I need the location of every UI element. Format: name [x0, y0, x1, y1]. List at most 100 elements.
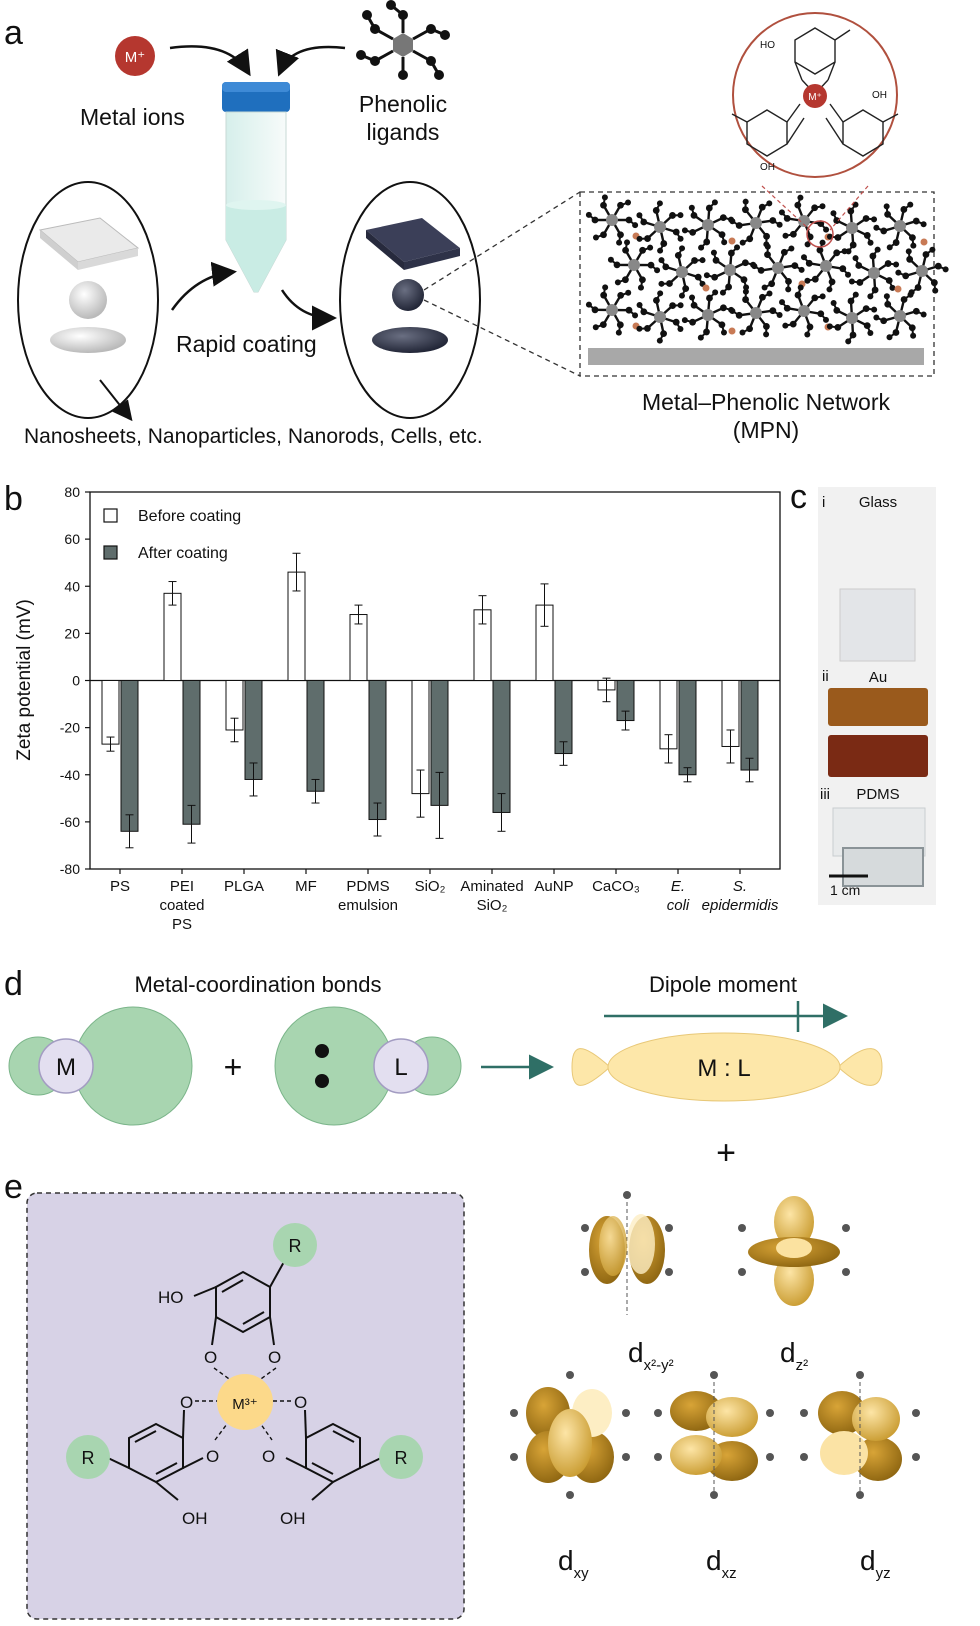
metal-node	[702, 284, 710, 292]
ml-label: M : L	[697, 1055, 750, 1082]
x-tick-label: SiO₂	[415, 878, 446, 895]
panel-e: e R HO O O M³⁺	[4, 1168, 920, 1620]
orbital-dyz	[800, 1371, 920, 1499]
left-ring	[107, 1409, 204, 1501]
coated-nanosheet-icon	[366, 218, 460, 270]
ligand-node	[658, 245, 706, 299]
ligand-node	[585, 194, 639, 246]
orbital-dz2	[738, 1196, 850, 1306]
metal-coordination-title: Metal-coordination bonds	[134, 972, 381, 997]
lone-pair-dot-2	[315, 1074, 329, 1088]
metal-center-label: M³⁺	[232, 1396, 257, 1413]
ml-bond	[607, 1032, 841, 1102]
label-dz2: dz²	[780, 1337, 808, 1374]
legend-before-swatch	[103, 508, 118, 523]
x-tick-label: PDMS	[346, 878, 389, 895]
inset-source-circle	[806, 220, 834, 248]
mpn-label-line1: Metal–Phenolic Network	[642, 389, 891, 415]
zoom-line-top	[423, 191, 581, 291]
arrow-ligand-to-tube	[275, 45, 346, 77]
plus-sign-1: +	[224, 1049, 243, 1085]
label-dyz: dyz	[860, 1545, 891, 1582]
r-top-label: R	[289, 1236, 302, 1256]
x-tick-label: SiO₂	[477, 897, 508, 914]
ligand-node	[585, 284, 639, 336]
ligand-node	[703, 244, 757, 296]
right-ring	[285, 1409, 382, 1501]
panel-b-letter: b	[4, 480, 23, 518]
label-dxz: dxz	[706, 1545, 737, 1582]
l-label: L	[394, 1054, 407, 1081]
au-sample-1	[828, 688, 928, 726]
inset-oh-bottom: OH	[760, 162, 775, 173]
ligand-label-line2: ligands	[367, 119, 440, 145]
ligand-label-line1: Phenolic	[359, 91, 447, 117]
o-left-bottom: O	[206, 1447, 219, 1466]
photo-pdms-label: PDMS	[856, 786, 899, 803]
orbital-dxy	[510, 1371, 630, 1499]
y-tick-label: -80	[60, 861, 80, 877]
x-tick-label: coli	[667, 897, 690, 914]
x-tick-label: PEI	[170, 878, 194, 895]
ligand-node	[848, 246, 900, 300]
mpn-network	[585, 194, 949, 345]
bar-before	[163, 592, 182, 681]
bar-after	[182, 680, 201, 825]
pdms-sample-2	[842, 847, 924, 887]
ml-right-lobe	[837, 1048, 883, 1086]
nanoparticle-icon	[69, 281, 107, 319]
bar-after	[368, 680, 387, 821]
x-tick-label: AuNP	[534, 878, 573, 895]
metal-node	[920, 238, 928, 246]
y-tick-label: 0	[72, 673, 80, 689]
r-group-left	[66, 1435, 110, 1479]
ligand-node	[873, 201, 927, 251]
y-tick-label: -40	[60, 767, 80, 783]
label-dxy: dxy	[558, 1545, 589, 1582]
arrow-to-coated	[280, 289, 337, 331]
x-tick-label: coated	[159, 897, 204, 914]
scale-bar-label: 1 cm	[830, 882, 860, 898]
legend-after-swatch	[103, 545, 118, 560]
metal-ion-symbol: M⁺	[125, 49, 145, 66]
photo-iii: iii	[820, 786, 830, 803]
inset-metal-label: M⁺	[808, 92, 822, 103]
metal-node	[728, 327, 736, 335]
ligand-node	[826, 291, 878, 345]
panel-a-letter: a	[4, 14, 23, 52]
photo-au-label: Au	[869, 669, 887, 686]
legend-after-label: After coating	[138, 545, 228, 562]
x-tick-label: Aminated	[460, 878, 523, 895]
lone-pair-dot-1	[315, 1044, 329, 1058]
panel-c-letter: c	[790, 478, 807, 516]
r-group-top	[273, 1223, 317, 1267]
x-tick-label: PS	[110, 878, 130, 895]
ligand-node	[636, 290, 684, 344]
metal-node	[728, 237, 736, 245]
bar-after	[678, 680, 697, 776]
orbital-dx2y2	[581, 1191, 673, 1315]
panel-c: c i Glass ii Au iii PDMS 1 cm	[790, 478, 936, 905]
ho-top-label: HO	[158, 1288, 184, 1307]
coated-nanoparticle-icon	[392, 279, 424, 311]
panel-e-letter: e	[4, 1168, 23, 1206]
ligand-node	[729, 198, 783, 248]
x-tick-label: epidermidis	[702, 897, 779, 914]
arrow-to-substrates-label	[99, 379, 133, 422]
mpn-label-line2: (MPN)	[733, 417, 799, 443]
coated-nanorod-icon	[372, 327, 448, 353]
x-tick-label: E.	[671, 878, 685, 895]
m-atom	[38, 1038, 94, 1094]
ligand-node	[800, 239, 852, 293]
bar-after	[740, 680, 759, 771]
inset-oh-right: OH	[872, 90, 887, 101]
m-label: M	[56, 1054, 76, 1081]
x-tick-label: emulsion	[338, 897, 398, 914]
bar-after	[120, 680, 139, 832]
r-group-right	[379, 1435, 423, 1479]
r-left-label: R	[82, 1448, 95, 1468]
ligand-node	[751, 243, 805, 293]
